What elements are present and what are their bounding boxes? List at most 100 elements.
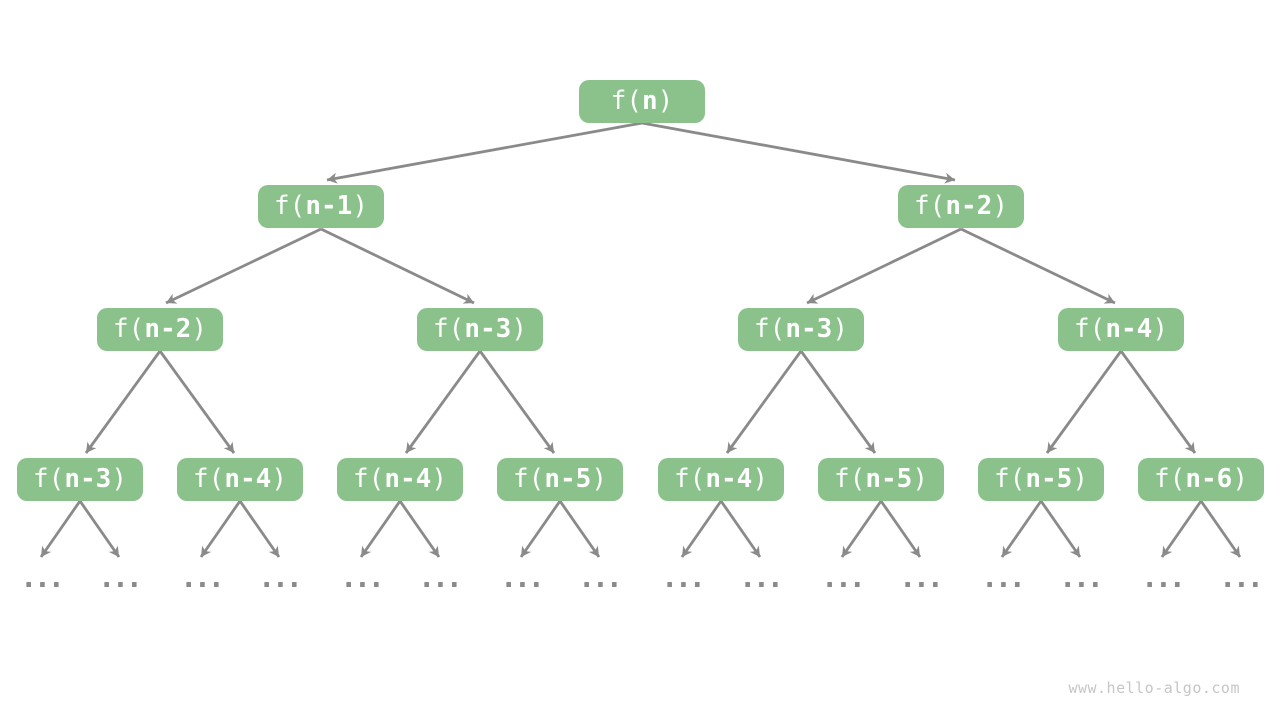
- node-label-var: n-1: [305, 191, 353, 221]
- edge-arrow: [1039, 500, 1082, 558]
- edge-arrow: [158, 350, 236, 454]
- node-label-var: n-4: [224, 464, 272, 494]
- tree-node-f-n-3: f(n-3): [417, 308, 543, 351]
- node-label-prefix: f(: [914, 191, 946, 221]
- node-label-prefix: f(: [274, 191, 306, 221]
- node-label-suffix: ): [191, 314, 207, 344]
- edge-arrow: [478, 350, 556, 454]
- ellipsis: ...: [1141, 561, 1186, 594]
- edge-arrow: [840, 500, 883, 558]
- node-label-suffix: ): [591, 464, 607, 494]
- edge-arrow: [320, 227, 475, 305]
- ellipsis: ...: [578, 561, 623, 594]
- node-label-suffix: ): [657, 86, 674, 116]
- node-label-suffix: ): [912, 464, 928, 494]
- node-label-prefix: f(: [193, 464, 225, 494]
- watermark: www.hello-algo.com: [1068, 679, 1240, 697]
- edge-arrow: [1119, 350, 1197, 454]
- node-label-prefix: f(: [1154, 464, 1186, 494]
- edge-arrow: [1160, 500, 1203, 558]
- ellipsis: ...: [981, 561, 1026, 594]
- edge-arrow: [404, 350, 482, 454]
- edge-arrow: [84, 350, 162, 454]
- node-label-prefix: f(: [353, 464, 385, 494]
- node-label-prefix: f(: [674, 464, 706, 494]
- node-label-prefix: f(: [113, 314, 145, 344]
- edge-arrow: [398, 500, 441, 558]
- tree-node-f-n-5: f(n-5): [497, 458, 623, 501]
- tree-node-f-n-2: f(n-2): [97, 308, 223, 351]
- edge-arrow: [719, 500, 762, 558]
- edge-arrow: [238, 500, 281, 558]
- node-label-var: n-4: [1105, 314, 1153, 344]
- node-label-suffix: ): [431, 464, 447, 494]
- node-label-var: n-3: [464, 314, 512, 344]
- node-label-suffix: ): [992, 191, 1008, 221]
- ellipsis: ...: [258, 561, 303, 594]
- tree-node-f-n-2: f(n-2): [898, 185, 1024, 228]
- node-label-prefix: f(: [513, 464, 545, 494]
- node-label-suffix: ): [1152, 314, 1168, 344]
- node-label-prefix: f(: [834, 464, 866, 494]
- node-label-prefix: f(: [994, 464, 1026, 494]
- tree-node-f-n-4: f(n-4): [337, 458, 463, 501]
- edge-arrow: [879, 500, 922, 558]
- node-label-suffix: ): [1072, 464, 1088, 494]
- edge-arrow: [558, 500, 601, 558]
- tree-node-f-n-1: f(n-1): [258, 185, 384, 228]
- edge-arrow: [960, 227, 1116, 305]
- node-label-var: n-2: [945, 191, 993, 221]
- edge-arrow: [806, 227, 962, 305]
- node-label-var: n: [642, 86, 658, 116]
- edge-arrow: [680, 500, 723, 558]
- edge-arrow: [641, 121, 956, 184]
- edge-arrow: [519, 500, 562, 558]
- ellipsis: ...: [500, 561, 545, 594]
- node-label-prefix: f(: [433, 314, 465, 344]
- node-label-prefix: f(: [610, 86, 642, 116]
- tree-node-f-n-3: f(n-3): [17, 458, 143, 501]
- tree-node-f-n-4: f(n-4): [177, 458, 303, 501]
- node-label-var: n-2: [144, 314, 192, 344]
- ellipsis: ...: [1059, 561, 1104, 594]
- node-label-var: n-5: [1025, 464, 1073, 494]
- ellipsis: ...: [1219, 561, 1264, 594]
- tree-node-f-n-6: f(n-6): [1138, 458, 1264, 501]
- node-label-var: n-3: [785, 314, 833, 344]
- edge-arrow: [326, 121, 643, 184]
- edge-arrow: [199, 500, 242, 558]
- node-label-var: n-5: [865, 464, 913, 494]
- edge-arrow: [39, 500, 82, 558]
- tree-node-f-n: f(n): [579, 80, 705, 123]
- ellipsis: ...: [739, 561, 784, 594]
- edge-arrow: [725, 350, 803, 454]
- node-label-suffix: ): [752, 464, 768, 494]
- node-label-var: n-6: [1185, 464, 1233, 494]
- node-label-prefix: f(: [1074, 314, 1106, 344]
- ellipsis: ...: [20, 561, 65, 594]
- edge-arrow: [359, 500, 402, 558]
- node-label-var: n-3: [64, 464, 112, 494]
- edge-arrow: [1045, 350, 1123, 454]
- node-label-suffix: ): [511, 314, 527, 344]
- tree-node-f-n-4: f(n-4): [1058, 308, 1184, 351]
- edge-arrow: [165, 227, 322, 305]
- node-label-var: n-4: [384, 464, 432, 494]
- ellipsis: ...: [821, 561, 866, 594]
- ellipsis: ...: [180, 561, 225, 594]
- ellipsis: ...: [661, 561, 706, 594]
- node-label-var: n-4: [705, 464, 753, 494]
- node-label-var: n-5: [544, 464, 592, 494]
- tree-node-f-n-5: f(n-5): [818, 458, 944, 501]
- tree-node-f-n-5: f(n-5): [978, 458, 1104, 501]
- tree-node-f-n-4: f(n-4): [658, 458, 784, 501]
- node-label-suffix: ): [352, 191, 368, 221]
- node-label-suffix: ): [1232, 464, 1248, 494]
- tree-node-f-n-3: f(n-3): [738, 308, 864, 351]
- node-label-suffix: ): [271, 464, 287, 494]
- ellipsis: ...: [418, 561, 463, 594]
- edge-arrow: [1199, 500, 1242, 558]
- edge-arrow: [78, 500, 121, 558]
